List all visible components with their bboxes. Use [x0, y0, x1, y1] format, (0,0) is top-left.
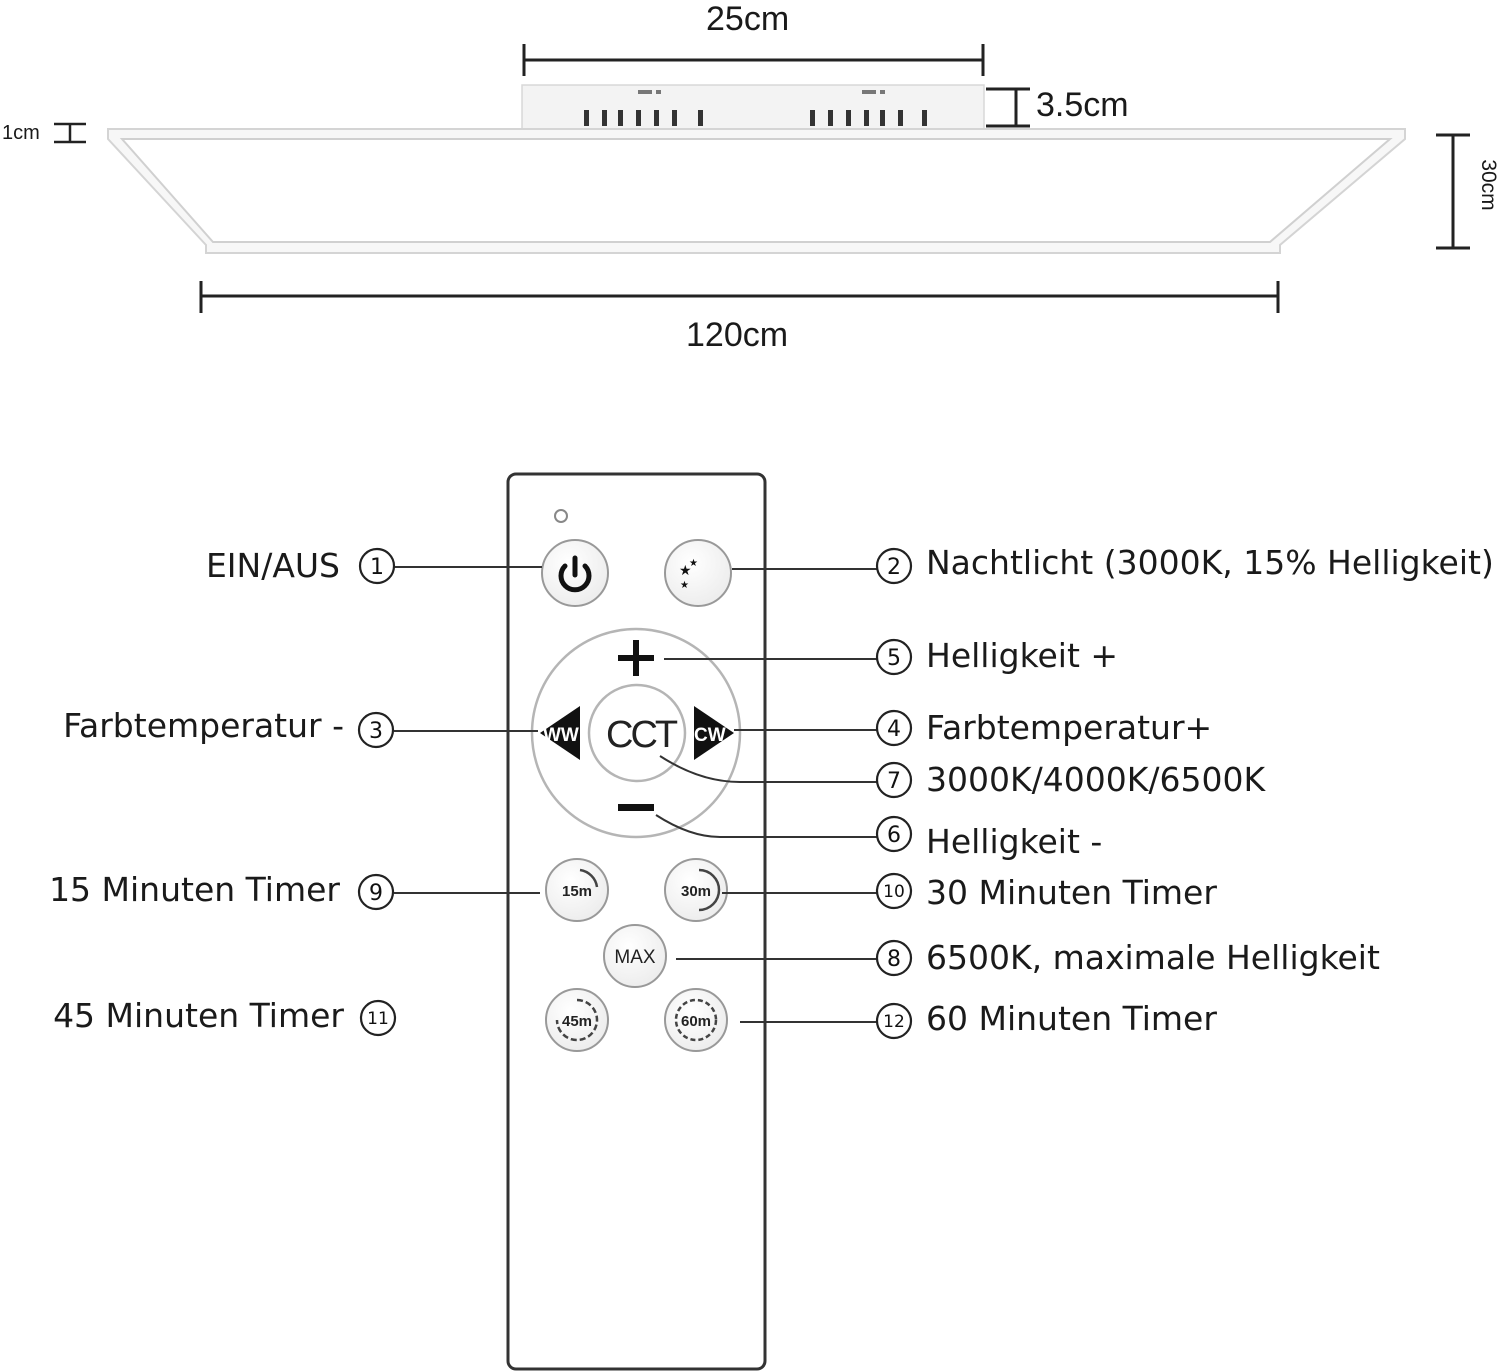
remote-body [506, 472, 767, 1371]
callout-label-7: 3000K/4000K/6500K [926, 760, 1266, 799]
timer-15-label: 15m [562, 883, 592, 900]
max-button: MAX [603, 924, 667, 988]
callout-circles [357, 547, 913, 1040]
callout-num-8: 8 [887, 947, 901, 972]
brightness-plus-icon [618, 640, 654, 676]
cct-label: CCT [606, 714, 678, 756]
callout-label-3: Farbtemperatur - [63, 706, 344, 745]
callout-label-12: 60 Minuten Timer [926, 999, 1217, 1038]
warm-white-arrow: WW [540, 706, 580, 760]
timer-60-button: 60m [664, 988, 728, 1052]
timer-45-label: 45m [562, 1013, 592, 1030]
timer-45-button: 45m [545, 988, 609, 1052]
cool-white-arrow: CW [694, 706, 734, 760]
panel-depth-bracket [1436, 133, 1470, 250]
svg-text:★: ★ [680, 580, 689, 591]
callout-label-11: 45 Minuten Timer [53, 996, 344, 1035]
callout-label-8: 6500K, maximale Helligkeit [926, 938, 1380, 977]
callout-num-4: 4 [887, 717, 901, 742]
callout-num-10: 10 [883, 882, 905, 902]
svg-text:★: ★ [689, 558, 698, 569]
driver-marks [638, 90, 885, 94]
power-icon [558, 555, 592, 593]
timer-15-button: 15m [545, 858, 609, 922]
leader-lines [394, 566, 877, 1023]
callout-label-4: Farbtemperatur+ [926, 708, 1213, 747]
width-top-label: 25cm [706, 0, 790, 38]
night-light-button: ★ ★ ★ [664, 539, 732, 607]
callout-num-11: 11 [367, 1009, 389, 1029]
callout-label-5: Helligkeit + [926, 636, 1119, 675]
callout-num-1: 1 [370, 555, 384, 580]
callout-label-2: Nachtlicht (3000K, 15% Helligkeit) [926, 543, 1494, 582]
timer-30-button: 30m [664, 858, 728, 922]
brightness-minus-icon [618, 804, 654, 811]
callout-label-1: EIN/AUS [205, 546, 340, 585]
panel-drawing [54, 44, 1470, 313]
panel-thickness-label: 1cm [2, 122, 40, 144]
power-button [541, 539, 609, 607]
callout-num-9: 9 [369, 881, 383, 906]
panel-length-dimension-line [199, 281, 1280, 313]
panel-frame [107, 128, 1406, 254]
width-top-dimension-line [522, 44, 985, 76]
cw-label: CW [694, 725, 726, 746]
driver-height-label: 3.5cm [1036, 86, 1129, 124]
callout-num-6: 6 [887, 823, 901, 848]
ir-led [554, 509, 568, 523]
callout-num-3: 3 [369, 719, 383, 744]
callout-label-6: Helligkeit - [926, 822, 1103, 861]
panel-thickness-bracket [54, 122, 86, 144]
panel-length-label: 120cm [686, 316, 789, 354]
timer-30-label: 30m [681, 883, 711, 900]
driver-vents [584, 110, 927, 126]
callout-label-9: 15 Minuten Timer [49, 870, 340, 909]
callout-label-10: 30 Minuten Timer [926, 873, 1217, 912]
driver-box [521, 84, 985, 130]
max-label: MAX [614, 947, 656, 968]
callout-num-2: 2 [887, 555, 901, 580]
callout-num-12: 12 [883, 1012, 905, 1032]
ww-label: WW [543, 725, 579, 746]
moon-stars-icon: ★ ★ ★ [679, 556, 712, 591]
svg-text:★: ★ [679, 563, 692, 579]
callout-num-5: 5 [887, 646, 901, 671]
direction-pad [530, 627, 742, 839]
callout-num-7: 7 [887, 769, 901, 794]
driver-height-bracket [986, 87, 1030, 128]
timer-60-label: 60m [681, 1013, 711, 1030]
